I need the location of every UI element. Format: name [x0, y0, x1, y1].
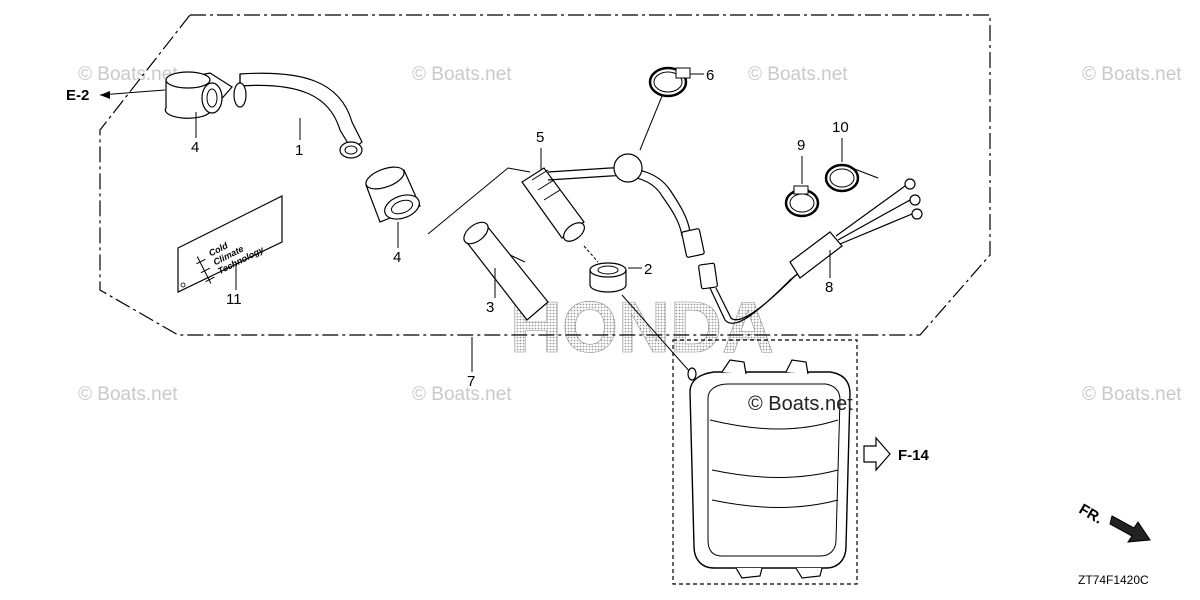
leader-line: [639, 95, 663, 151]
watermark: © Boats.net: [78, 64, 178, 85]
part-number-2: 2: [644, 261, 652, 278]
part-number-9: 9: [797, 137, 805, 154]
part-number-7: 7: [467, 373, 475, 390]
arrow-down-right-icon: [1109, 515, 1151, 543]
arrow-left-icon: [100, 91, 110, 99]
arrow-right-icon: [863, 436, 891, 472]
part-2-grommet[interactable]: [583, 245, 627, 293]
part-11-sticker[interactable]: Cold Climate Technology: [177, 195, 283, 293]
kit-boundary: [99, 14, 991, 336]
part-number-11: 11: [226, 291, 242, 308]
watermark: © Boats.net: [412, 64, 512, 85]
leader-line: [427, 167, 531, 235]
part-1-hose[interactable]: [233, 72, 363, 159]
front-indicator-label: FR.: [1076, 501, 1105, 528]
part-6-clamp[interactable]: [648, 66, 691, 98]
part-4-upper-sleeve[interactable]: [164, 71, 233, 119]
sticker-logo: [196, 256, 215, 284]
diagram-code: ZT74F1420C: [1078, 573, 1149, 587]
front-indicator: FR.: [1076, 501, 1151, 543]
part-8-harness[interactable]: [698, 178, 923, 324]
part-number-6: 6: [706, 67, 714, 84]
part-number-5: 5: [536, 129, 544, 146]
part-number-1: 1: [295, 142, 303, 159]
watermark: © Boats.net: [748, 393, 853, 415]
part-10-clamp[interactable]: [824, 163, 879, 193]
watermark-layer: © Boats.net © Boats.net © Boats.net © Bo…: [78, 64, 1182, 405]
leader-line: [621, 294, 691, 373]
ref-e2[interactable]: E-2: [66, 87, 166, 104]
part-number-4: 4: [393, 249, 401, 266]
part-number-8: 8: [825, 279, 833, 296]
brand-watermark: HONDA: [510, 288, 774, 368]
watermark: © Boats.net: [78, 384, 178, 405]
ref-f14-label: F-14: [898, 447, 930, 464]
watermark: © Boats.net: [412, 384, 512, 405]
watermark: © Boats.net: [1082, 384, 1182, 405]
part-4-lower-sleeve[interactable]: [363, 163, 423, 224]
part-3-hose[interactable]: [460, 218, 549, 321]
part-number-10: 10: [832, 119, 849, 136]
water-separator[interactable]: [687, 359, 851, 579]
part-number-4: 4: [191, 139, 199, 156]
ref-e2-label: E-2: [66, 87, 89, 104]
ref-e2-leader: [99, 89, 166, 96]
separator-box: [672, 339, 858, 585]
watermark: © Boats.net: [748, 64, 848, 85]
watermark: © Boats.net: [1082, 64, 1182, 85]
part-9-clamp[interactable]: [784, 185, 820, 218]
part-5-sensor[interactable]: [521, 153, 705, 258]
ref-f14[interactable]: F-14: [863, 436, 930, 472]
part-number-3: 3: [486, 299, 494, 316]
